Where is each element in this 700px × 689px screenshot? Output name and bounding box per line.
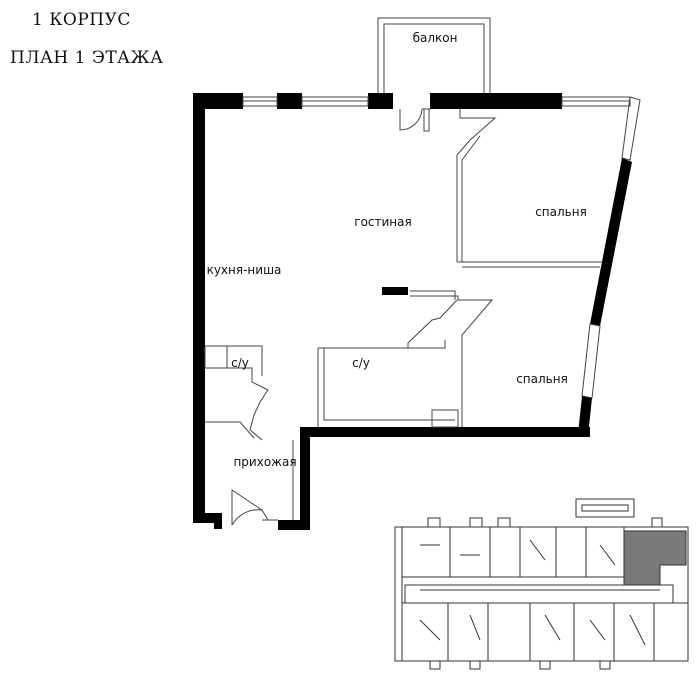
label-bedroom-bottom: спальня	[516, 372, 568, 386]
label-bedroom-top: спальня	[535, 205, 587, 219]
label-bathroom-left: с/у	[231, 356, 249, 370]
label-kitchen: кухня-ниша	[207, 263, 282, 277]
partition-stub	[382, 287, 408, 295]
label-hallway: прихожая	[233, 455, 296, 469]
label-living-room: гостиная	[354, 215, 411, 229]
balcony	[377, 17, 491, 93]
label-bathroom-center: с/у	[352, 356, 370, 370]
floor-plan-title: ПЛАН 1 ЭТАЖА	[10, 48, 164, 68]
building-title: 1 КОРПУС	[32, 10, 131, 30]
label-balcony: балкон	[413, 31, 458, 45]
exterior-walls	[193, 93, 641, 530]
highlighted-apartment	[623, 530, 687, 586]
interior-walls	[204, 108, 603, 526]
